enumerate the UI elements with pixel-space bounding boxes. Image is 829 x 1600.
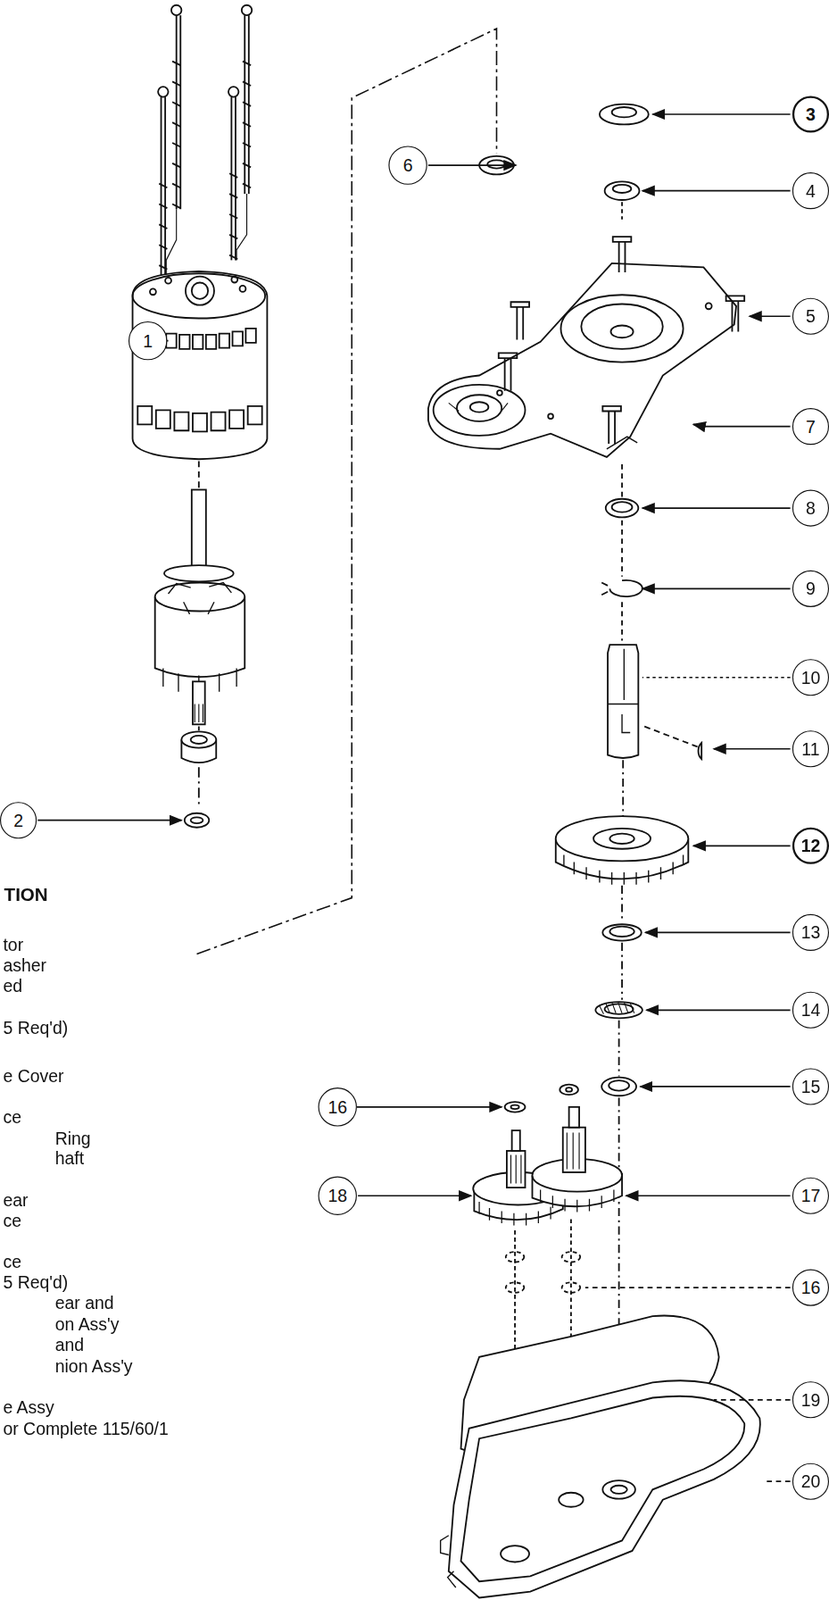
callout-circle: 19 [792,1380,829,1418]
parts-list-text: nion Ass'y [55,1357,133,1375]
callout-number: 16 [327,1097,348,1115]
callout-number: 15 [801,1077,821,1095]
callout-number: 18 [327,1186,348,1204]
parts-list-text: ear and [55,1293,115,1311]
callout-circle: 12 [792,827,829,864]
callout-number: 12 [801,837,821,854]
callout-number: 19 [801,1390,821,1408]
callout-number: 11 [801,739,820,757]
callout-circle: 2 [0,801,37,838]
armature [155,489,246,827]
parts-list-text: ear [2,1191,28,1209]
parts-list-text: e Cover [2,1067,64,1085]
parts-list-text: or Complete 115/60/1 [2,1419,168,1437]
callout-circle: 16 [792,1268,829,1306]
callout-circle: 15 [792,1067,829,1104]
callout-number: 9 [805,580,816,597]
callout-circle: 1 [128,321,167,360]
section-heading: TION [4,885,49,904]
parts-list-text: asher [2,956,47,974]
callout-circle: 16 [318,1086,357,1126]
gear-housing [440,1379,761,1597]
callout-circle: 4 [792,172,829,209]
parts-list-text: ed [2,977,23,995]
parts-list-text: tor [2,936,24,954]
callout-circle: 18 [318,1176,357,1215]
gear [555,815,689,885]
parts-list-text: ce [2,1252,22,1270]
motor-housing [132,271,268,488]
callout-circle: 14 [792,991,829,1028]
callout-number: 16 [801,1277,821,1295]
parts-list-text: haft [55,1149,84,1167]
callout-circle: 5 [792,298,829,335]
callout-number: 2 [13,811,24,829]
cover-screws [498,236,745,444]
parts-list-text: on Ass'y [55,1315,120,1333]
parts-list-text: 5 Req'd) [2,1019,68,1037]
callout-circle: 17 [792,1177,829,1214]
parts-list-text: ce [2,1108,22,1126]
callout-circle: 6 [388,145,427,184]
washers-top [479,104,649,220]
pinion-gears [472,1084,622,1226]
callout-number: 4 [805,182,816,199]
shaft-parts [601,464,702,816]
callout-circle: 10 [792,658,829,696]
callout-number: 13 [801,923,821,941]
callout-circle: 20 [792,1462,829,1500]
callout-number: 3 [805,105,816,123]
callout-circle: 3 [792,95,829,133]
leader-arrows [37,114,790,1481]
motor-screws [157,5,252,276]
callout-circle: 9 [792,570,829,607]
callout-number: 17 [801,1186,821,1204]
callout-number: 6 [403,156,414,174]
callout-number: 7 [805,417,816,435]
callout-circle: 8 [792,489,829,526]
parts-list-text: Ring [55,1129,92,1147]
assembly-line [197,28,498,954]
callout-number: 20 [801,1471,821,1489]
parts-list-text: e Assy [2,1398,54,1416]
callout-number: 1 [142,331,153,349]
callout-number: 10 [801,668,821,686]
callout-number: 14 [801,1001,821,1019]
callout-number: 5 [805,307,816,325]
callout-circle: 7 [792,407,829,445]
gear-case-cover [428,263,737,457]
parts-list-text: ce [2,1211,22,1229]
callout-circle: 13 [792,913,829,951]
callout-number: 8 [805,498,816,516]
callout-circle: 11 [792,729,829,767]
parts-list-text: and [55,1335,84,1353]
parts-list-text: 5 Req'd) [2,1273,68,1291]
